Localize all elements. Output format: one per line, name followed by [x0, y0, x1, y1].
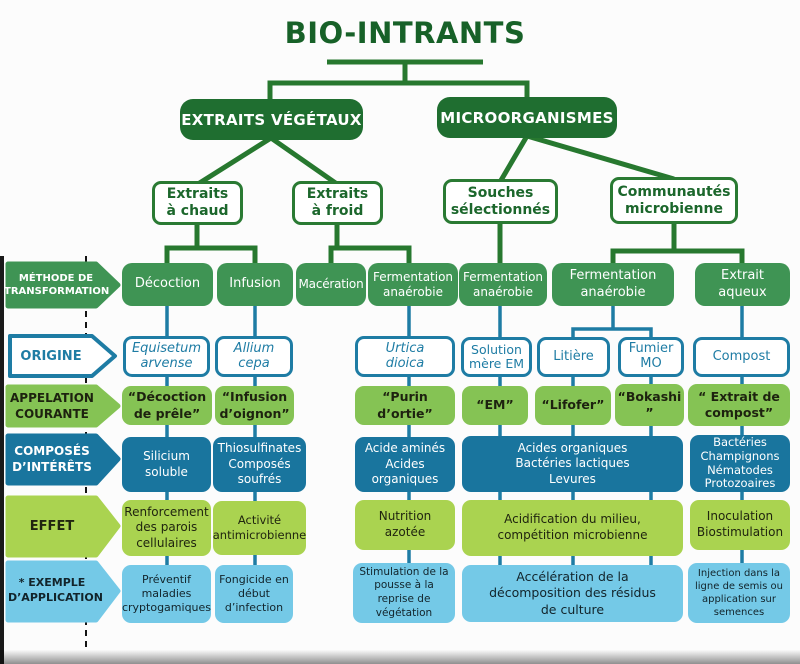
- row-label-effet: EFFET: [29, 519, 75, 534]
- node-appelation-infusion-oignon: “Infusion d’oignon”: [215, 386, 294, 425]
- screenshot-corner-edge: [0, 650, 4, 664]
- node-appelation-bokashi: “Bokashi ”: [615, 384, 684, 426]
- node-composes-thiosulfinates: Thiosulfinates Composés soufrés: [213, 437, 306, 492]
- row-label-arrows: [5, 261, 121, 623]
- node-origine-compost: Compost: [693, 337, 790, 377]
- node-effet-activite-antimicrobienne: Activité antimicrobienne: [213, 501, 306, 555]
- node-appelation-em: “EM”: [462, 386, 528, 425]
- node-composes-bacteries-champignons: Bactéries Champignons Nématodes Protozoa…: [690, 435, 790, 492]
- node-effet-inoculation-biostimulation: Inoculation Biostimulation: [690, 500, 790, 550]
- row-label-appelation: APPELATION COURANTE: [10, 391, 94, 422]
- node-exemple-fongicide: Fongicide en début d’infection: [215, 565, 293, 623]
- screenshot-left-edge: [0, 256, 4, 664]
- node-extraits-vegetaux: EXTRAITS VÉGÉTAUX: [180, 99, 363, 140]
- row-label-exemple: * EXEMPLE D’APPLICATION: [8, 576, 103, 604]
- node-appelation-purin-ortie: “Purin d’ortie”: [355, 386, 455, 425]
- node-appelation-lifofer: “Lifofer”: [535, 386, 611, 425]
- node-origine-equisetum-arvense: Equisetum arvense: [123, 336, 210, 377]
- node-methode-infusion: Infusion: [217, 263, 293, 306]
- node-origine-fumier-mo: Fumier MO: [618, 337, 684, 377]
- node-exemple-stimulation-pousse: Stimulation de la pousse à la reprise de…: [353, 563, 455, 623]
- page-title: BIO-INTRANTS: [284, 16, 526, 50]
- node-appelation-decoction-de-prele: “Décoction de prêle”: [122, 386, 212, 425]
- node-methode-fermentation-anaerobie-3: Fermentation anaérobie: [552, 263, 674, 306]
- node-exemple-injection-semis: Injection dans la ligne de semis ou appl…: [688, 563, 790, 623]
- node-origine-allium-cepa: Allium cepa: [215, 336, 293, 377]
- node-effet-acidification-milieu: Acidification du milieu, compétition mic…: [462, 500, 683, 556]
- node-exemple-preventif-maladies: Préventif maladies cryptogamiques: [122, 565, 211, 623]
- node-methode-decoction: Décoction: [122, 263, 213, 306]
- node-souches-selectionnes: Souches sélectionnés: [443, 179, 558, 224]
- row-label-methode: MÉTHODE DE TRANSFORMATION: [4, 273, 110, 297]
- node-extraits-a-froid: Extraits à froid: [292, 181, 383, 225]
- node-extraits-a-chaud: Extraits à chaud: [152, 181, 243, 225]
- node-effet-renforcement-parois: Renforcement des parois cellulaires: [122, 500, 211, 556]
- node-origine-urtica-dioica: Urtica dioica: [355, 336, 455, 377]
- node-methode-fermentation-anaerobie-2: Fermentation anaérobie: [459, 263, 547, 306]
- node-methode-extrait-aqueux: Extrait aqueux: [695, 263, 790, 306]
- node-exemple-acceleration-decomposition: Accélération de la décomposition des rés…: [462, 565, 683, 622]
- row-label-composes: COMPOSÉS D’INTÉRÊTS: [12, 444, 92, 475]
- node-microorganismes: MICROORGANISMES: [437, 97, 617, 138]
- node-communautes-microbienne: Communautés microbienne: [610, 177, 738, 224]
- node-composes-silicium-soluble: Silicium soluble: [122, 437, 211, 492]
- row-label-origine: ORIGINE: [20, 349, 82, 364]
- node-effet-nutrition-azotee: Nutrition azotée: [355, 500, 455, 550]
- node-methode-fermentation-anaerobie-1: Fermentation anaérobie: [368, 263, 458, 306]
- node-origine-litiere: Litière: [537, 337, 610, 377]
- screenshot-bottom-edge: [0, 650, 800, 664]
- node-appelation-extrait-de-compost: “ Extrait de compost”: [688, 384, 790, 426]
- node-origine-solution-mere-em: Solution mère EM: [461, 337, 532, 377]
- node-composes-acides-amines: Acide aminés Acides organiques: [355, 437, 455, 492]
- node-methode-maceration: Macération: [296, 263, 366, 306]
- node-composes-acides-organiques-lactiques: Acides organiques Bactéries lactiques Le…: [462, 436, 683, 492]
